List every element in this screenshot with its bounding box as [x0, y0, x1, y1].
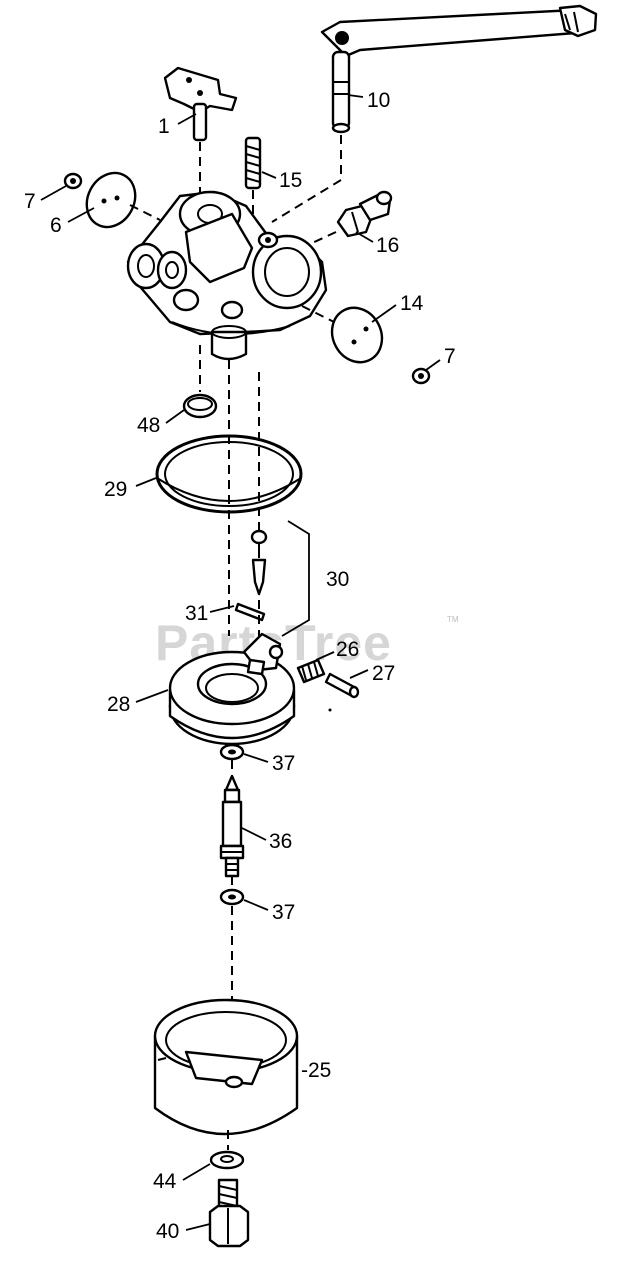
part-25-float-bowl	[153, 998, 299, 1136]
part-6-choke-plate	[85, 171, 137, 229]
callout-label: 37	[272, 752, 295, 775]
part-30-inlet-needle	[250, 529, 268, 596]
part-44-washer	[209, 1150, 245, 1170]
leader-lines	[40, 94, 441, 1231]
callout-label: 7	[24, 190, 36, 213]
part-28-float	[168, 632, 296, 746]
part-7-screw-top	[63, 172, 83, 190]
callout-label: 14	[400, 292, 424, 315]
callout-label: 31	[185, 602, 208, 625]
callout-label: 15	[279, 169, 302, 192]
part-7-screw-bottom	[411, 367, 431, 385]
part-15-idle-spring	[244, 136, 262, 190]
callout-label: 16	[376, 234, 399, 257]
callout-label: 37	[272, 901, 295, 924]
part-40-bowl-nut	[208, 1178, 250, 1248]
part-31-needle-clip	[234, 602, 266, 622]
callout-label: 6	[50, 214, 62, 237]
callout-label: 27	[372, 662, 395, 685]
part-48-welch-plug	[182, 393, 218, 419]
part-26-float-spring	[296, 658, 326, 684]
callout-label: 30	[326, 568, 349, 591]
watermark-trademark: TM	[447, 615, 459, 624]
part-36-main-nozzle	[219, 774, 245, 878]
callout-label: 36	[269, 830, 292, 853]
part-10-throttle-shaft	[320, 4, 598, 134]
part-14-throttle-plate	[330, 306, 384, 364]
part-16-fuel-inlet	[336, 190, 393, 238]
part-37-washer-lower	[219, 888, 245, 906]
part-37-washer-upper	[219, 743, 245, 761]
callout-label: 29	[104, 478, 127, 501]
callout-label: -25	[301, 1059, 331, 1082]
callout-label: 7	[444, 345, 456, 368]
carburetor-body	[126, 190, 328, 361]
callout-label: 26	[336, 638, 359, 661]
part-1-choke-lever	[163, 66, 238, 142]
callout-label: 40	[156, 1220, 179, 1243]
part-29-bowl-gasket	[155, 434, 303, 514]
callout-label: 10	[367, 89, 390, 112]
callout-labels: 1 10 15 7 6 16 14 7 48 29 30 31 26 27 28…	[24, 89, 456, 1243]
part-27-float-hinge-pin	[324, 672, 360, 699]
callout-label: 48	[137, 414, 160, 437]
callout-label: 1	[158, 115, 170, 138]
callout-label: 44	[153, 1170, 177, 1193]
callout-label: 28	[107, 693, 130, 716]
